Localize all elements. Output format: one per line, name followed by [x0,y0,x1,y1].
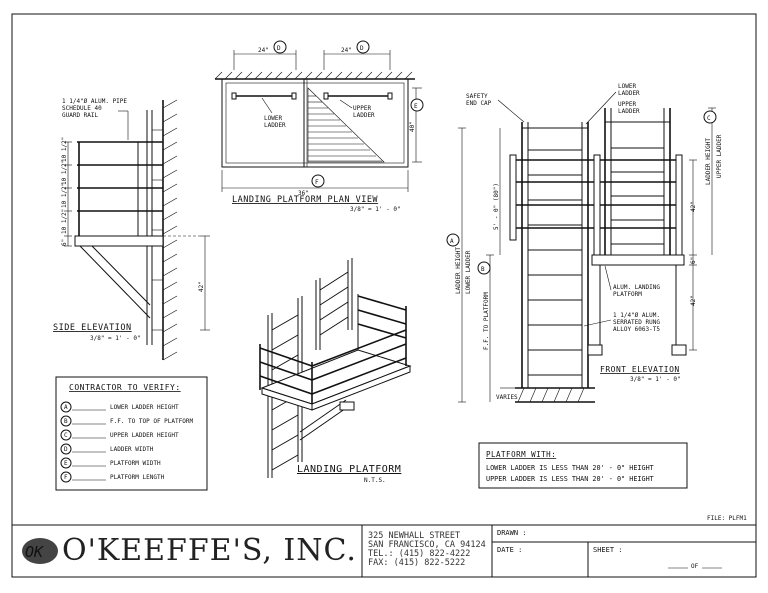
front-ladder-height-c: LADDER HEIGHT [705,138,712,185]
date-label: DATE : [497,546,522,554]
front-elevation-scale: 3/8" = 1' - 0" [630,376,681,383]
platform-note-line-2: UPPER LADDER IS LESS THAN 20' - 0" HEIGH… [486,475,654,483]
side-dim-2: 10 1/2" [61,160,68,185]
file-name: FILE: PLFM1 [707,515,747,522]
contractor-letter-e: E [64,460,68,467]
contractor-item-d: LADDER WIDTH [110,446,154,453]
side-dim-4: 10 1/2" [61,209,68,234]
front-safety-cap-1: SAFETY [466,93,488,100]
plan-lower-ladder-2: LADDER [264,122,286,129]
side-pipe-note-3: GUARD RAIL [62,112,99,119]
front-alum-platform-1: ALUM. LANDING [613,284,660,291]
address-line-4: FAX: (415) 822-5222 [368,558,465,568]
front-lower-ladder-2: LADDER [618,90,640,97]
plan-view: 24" D 24" D E 40" F 36" LOWER LADDER UPP… [214,40,424,213]
title-block: FILE: PLFM1 OK O'KEEFFE'S, INC. 325 NEWH… [12,515,756,577]
contractor-letter-a: A [64,404,68,411]
plan-dim-left: 24" [258,47,269,54]
plan-upper-ladder-2: LADDER [353,112,375,119]
logo-mark: OK [25,543,44,561]
front-rung-note-1: 1 1/4"Ø ALUM. [613,312,660,319]
side-dim-6: 6" [61,239,68,246]
drawn-label: DRAWN : [497,529,527,537]
front-letter-a: A [450,238,454,245]
sheet-border [11,13,757,578]
contractor-item-c: UPPER LADDER HEIGHT [110,432,179,439]
front-elevation-title: FRONT ELEVATION [600,365,680,374]
contractor-item-e: PLATFORM WIDTH [110,460,161,467]
front-dim-5-0: 5' - 0" (80") [493,183,500,230]
front-lower-ladder-1: LOWER [618,83,636,90]
contractor-letter-d: D [64,446,68,453]
company-name: O'KEEFFE'S, INC. [62,533,357,568]
front-ladder-height: LADDER HEIGHT [455,247,462,294]
front-rung-note-3: ALLOY 6063-T5 [613,326,660,333]
side-elevation-title: SIDE ELEVATION [53,323,132,333]
side-dim-3: 10 1/2" [61,183,68,208]
platform-note-title: PLATFORM WITH: [486,450,556,459]
contractor-letter-b: B [64,418,68,425]
address-line-2: SAN FRANCISCO, CA 94124 [368,540,486,550]
side-dim-1: 10 1/2" [61,137,68,162]
plan-lower-ladder-1: LOWER [264,115,282,122]
contractor-item-a: LOWER LADDER HEIGHT [110,404,179,411]
front-rung-note-2: SERRATED RUNG [613,319,660,326]
plan-dim-e: E [414,103,418,110]
plan-dim-d1: D [277,45,281,52]
front-upper-ladder-1: UPPER [618,101,636,108]
side-dim-42: 42" [198,281,205,292]
contractor-item-b: F.F. TO TOP OF PLATFORM [110,418,193,425]
front-dim-42b: 42" [690,295,697,306]
landing-scale: N.T.S. [364,477,386,484]
plan-dim-40: 40" [409,121,416,132]
landing-title: LANDING PLATFORM [297,464,401,475]
side-pipe-note-2: SCHEDULE 40 [62,105,102,112]
plan-upper-ladder-1: UPPER [353,105,371,112]
of-label: OF [691,563,699,570]
contractor-title: CONTRACTOR TO VERIFY: [69,383,181,392]
address-line-3: TEL.: (415) 822-4222 [368,549,470,559]
front-alum-platform-2: PLATFORM [613,291,642,298]
platform-note-box: PLATFORM WITH: LOWER LADDER IS LESS THAN… [478,442,688,489]
front-elevation: A LADDER HEIGHT LOWER LADDER B F.F. TO P… [446,83,723,403]
sheet-label: SHEET : [593,546,623,554]
plan-dim-right: 24" [341,47,352,54]
front-upper-ladder-2: LADDER [618,108,640,115]
plan-dim-d2: D [360,45,364,52]
contractor-item-f: PLATFORM LENGTH [110,474,165,481]
side-elevation: 10 1/2" 10 1/2" 10 1/2" 10 1/2" 6" 42" 1… [53,98,210,361]
front-dim-6: 6" [690,257,697,264]
front-safety-cap-2: END CAP [466,100,492,107]
contractor-letter-c: C [64,432,68,439]
front-letter-b: B [481,266,485,273]
plan-view-title: LANDING PLATFORM PLAN VIEW [232,195,378,205]
address-line-1: 325 NEWHALL STREET [368,531,460,541]
front-dim-42a: 42" [690,201,697,212]
platform-note-line-1: LOWER LADDER IS LESS THAN 20' - 0" HEIGH… [486,464,654,472]
front-letter-c: C [707,115,711,122]
side-elevation-scale: 3/8" = 1' - 0" [90,335,141,342]
front-ff-platform: F.F. TO PLATFORM [483,292,490,350]
plan-dim-f: F [315,179,319,186]
front-lower-ladder-v: LOWER LADDER [465,250,472,294]
landing-platform-iso: LANDING PLATFORM N.T.S. [259,258,412,484]
contractor-letter-f: F [64,474,68,481]
contractor-verify-box: CONTRACTOR TO VERIFY: A LOWER LADDER HEI… [55,376,208,491]
front-varies: VARIES [496,394,518,401]
front-upper-ladder-v: UPPER LADDER [716,134,723,178]
side-pipe-note-1: 1 1/4"Ø ALUM. PIPE [62,98,127,105]
plan-view-scale: 3/8" = 1' - 0" [350,206,401,213]
plan-dim-total: 36" [298,190,309,197]
company-logo: OK [22,538,58,564]
